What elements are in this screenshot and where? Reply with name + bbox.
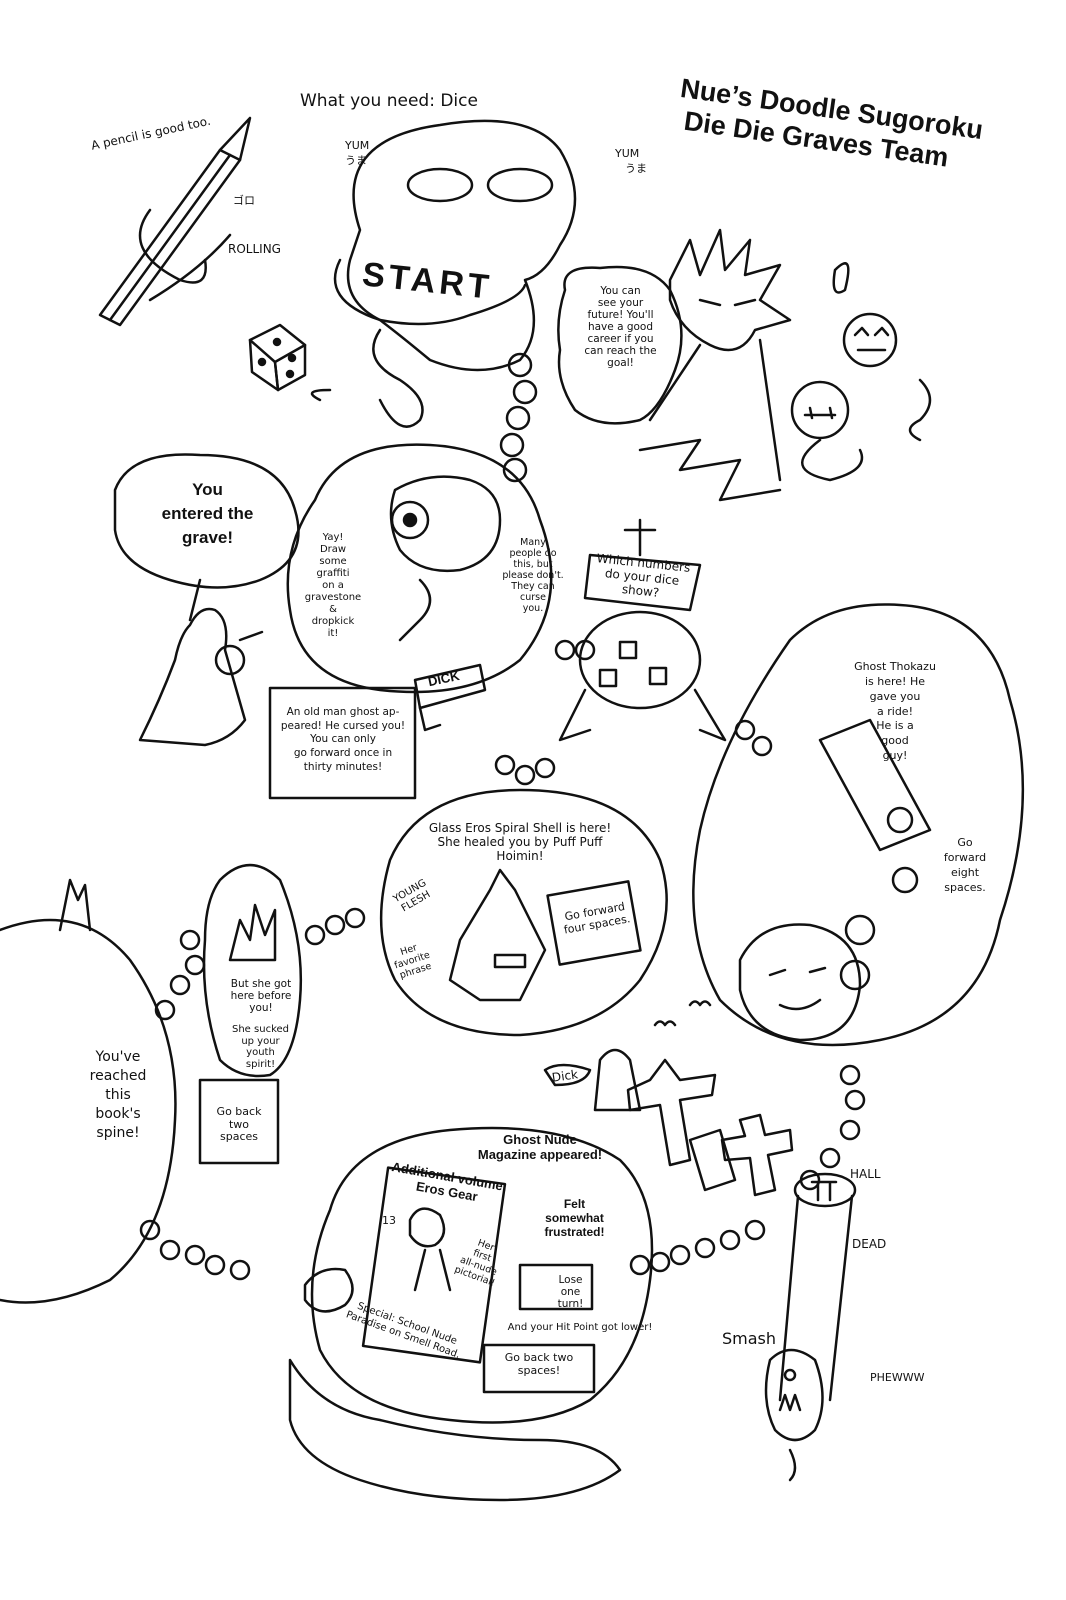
magazine-figure-icon: [408, 1207, 452, 1292]
shell-arrow-icon: [303, 1267, 354, 1313]
forward-four-box-shape: [546, 880, 642, 966]
lady-ghost-icon: [138, 607, 264, 747]
magazine-cover-shape: [361, 1166, 507, 1364]
book-spine-hill-shape: [0, 918, 177, 1304]
graffiti-cloud-shape: [286, 443, 553, 694]
pencil-icon: [98, 116, 252, 327]
smash-sfx: Smash: [722, 1329, 777, 1348]
dead-tree-icon: [58, 878, 92, 932]
many-people-text: Many people do this, but please don't. T…: [502, 537, 564, 614]
magazine-issue-number: 13: [382, 1214, 396, 1227]
youth-spirit-bubble-shape: [202, 863, 303, 1078]
dice-icon: [248, 323, 307, 392]
forward-eight-text: Go forward eight spaces.: [943, 836, 987, 894]
magazine-cloud-blob-shape: [288, 1358, 622, 1502]
skull-chain-mid: [494, 639, 773, 786]
ghost-nude-cloud-shape: [310, 1126, 654, 1424]
lose-turn-text: Lose one turn!: [557, 1274, 584, 1311]
skull-chain-top: [499, 352, 538, 483]
sfx-yum-right-jp: うま: [625, 162, 647, 175]
phewww-sfx: PHEWWW: [870, 1371, 925, 1384]
back-two-b-text: Go back two spaces!: [504, 1351, 574, 1377]
back-two-a-text: Go back two spaces: [216, 1105, 262, 1144]
old-man-box-shape: [268, 686, 417, 800]
spiky-hair-ghost-icon: [638, 228, 792, 502]
back-two-box-b-shape: [482, 1343, 596, 1394]
back-two-box-a-shape: [198, 1078, 280, 1165]
dick-ghost-icon: [543, 1048, 642, 1112]
spine-text: You've reached this book's spine!: [89, 1049, 147, 1141]
grave-bubble-text: You entered the grave!: [161, 480, 254, 547]
spiral-shell-ghost-icon: [448, 868, 547, 1002]
old-man-text: An old man ghost ap- peared! He cursed y…: [280, 706, 406, 773]
hall-sfx: HALL: [850, 1167, 881, 1181]
spiky-plant-ghost-icon: [228, 903, 277, 962]
thokazu-cloud-shape: [692, 603, 1025, 1047]
glass-eros-text: Glass Eros Spiral Shell is here! She hea…: [428, 821, 612, 863]
felt-text: Felt somewhat frustrated!: [544, 1197, 605, 1239]
grave-bubble-tail: [188, 578, 202, 622]
thokazu-text: Ghost Thokazu is here! He gave you a rid…: [854, 660, 936, 763]
grave-bubble-shape: [113, 453, 300, 589]
sucked-text: She sucked up your youth spirit!: [232, 1024, 289, 1070]
dick-gravestone-icon: [413, 663, 487, 732]
start-skull-icon: [310, 119, 577, 428]
skull-chain-bottom: [629, 1064, 866, 1276]
dead-sfx: DEAD: [852, 1237, 887, 1251]
hall-pipe-icon: [778, 1172, 857, 1402]
future-bubble-text: You can see your future! You'll have a g…: [584, 285, 657, 370]
sfx-yum-left: YUM: [345, 139, 370, 152]
glass-eros-cloud-shape: [379, 788, 668, 1037]
what-you-need-label: What you need: Dice: [300, 91, 478, 111]
ghost-thokazu-vehicle-icon: [738, 718, 932, 1042]
bird-icon: [653, 1000, 712, 1027]
hit-point-text: And your Hit Point got lower!: [507, 1322, 653, 1333]
rolling-swoosh-icon: [138, 208, 207, 284]
sfx-rolling: ROLLING: [228, 242, 281, 256]
lose-turn-box-shape: [518, 1263, 594, 1311]
sfx-go-jp: ゴロ: [233, 194, 255, 207]
cross-graves-icon: [626, 1058, 794, 1197]
zombie-head-icon: [389, 475, 502, 642]
falling-ghost-icon: [764, 1348, 824, 1482]
future-bubble-shape: [557, 265, 683, 425]
dice-sign-icon: [558, 518, 727, 742]
ghost-nude-text: Ghost Nude Magazine appeared!: [477, 1132, 603, 1162]
sfx-yum-left-jp: うま: [345, 154, 367, 167]
graffiti-text: Yay! Draw some graffiti on a gravestone …: [304, 532, 362, 639]
sfx-yum-right: YUM: [615, 147, 640, 160]
jack-o-lantern-icon: [790, 262, 932, 482]
got-here-text: But she got here before you!: [230, 978, 292, 1015]
